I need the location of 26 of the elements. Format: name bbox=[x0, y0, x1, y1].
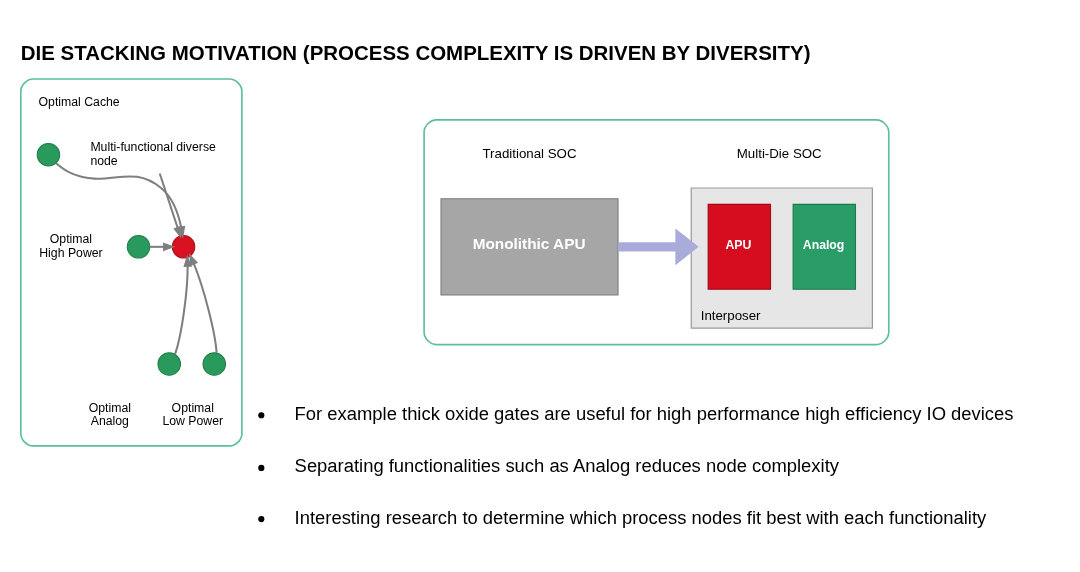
arrow bbox=[189, 253, 218, 353]
arrow bbox=[158, 173, 182, 239]
label: Separating functionalities such as Analog reduces node complexity bbox=[294, 455, 839, 477]
node-label: Optimal Low Power bbox=[162, 400, 224, 429]
arrow bbox=[618, 228, 699, 266]
label: Interesting research to determine which process nodes fit best with each functionality bbox=[294, 506, 987, 528]
label: Traditional SOC bbox=[482, 146, 577, 162]
node-circle bbox=[126, 235, 151, 259]
cluster bbox=[20, 78, 243, 447]
diagram-title: DIE STACKING MOTIVATION (PROCESS COMPLEXITY IS DRIVEN BY DIVERSITY) bbox=[20, 40, 811, 64]
node-text: Multi-functional diverse node bbox=[90, 140, 216, 168]
node-box: APU bbox=[707, 203, 772, 290]
node-circle bbox=[157, 352, 181, 376]
node-box: Analog bbox=[792, 203, 856, 290]
node-box: Monolithic APU bbox=[440, 198, 619, 296]
node-circle bbox=[36, 142, 61, 167]
node-label: Optimal Cache bbox=[38, 95, 120, 110]
node-circle bbox=[202, 352, 227, 376]
arrow bbox=[174, 254, 192, 355]
arrow bbox=[149, 242, 176, 252]
node-label: Optimal Analog bbox=[88, 400, 131, 429]
label: Multi-Die SOC bbox=[736, 146, 822, 162]
cluster bbox=[423, 119, 890, 346]
label: For example thick oxide gates are useful for high performance high efficiency IO devices bbox=[294, 402, 1014, 424]
node-label: Optimal High Power bbox=[39, 232, 103, 260]
node-circle bbox=[171, 235, 196, 259]
